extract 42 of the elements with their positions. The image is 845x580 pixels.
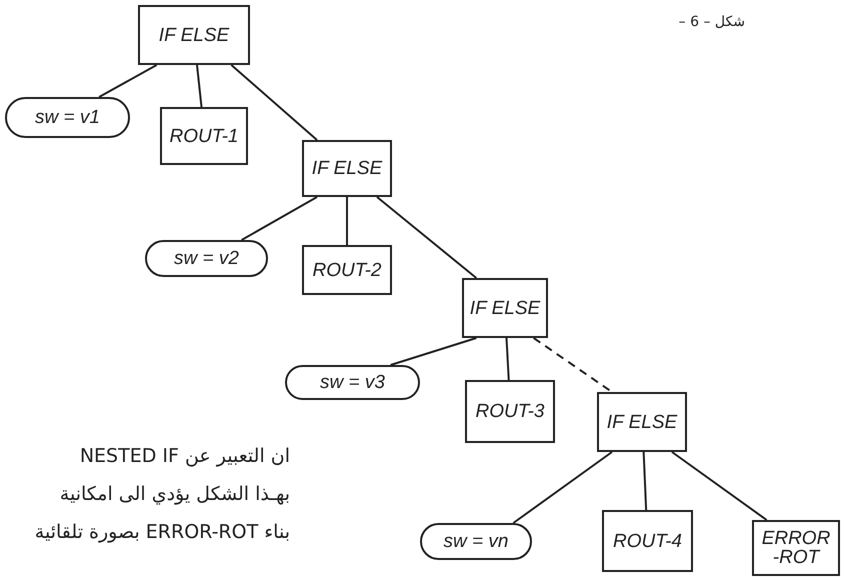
node-text: IF ELSE (470, 298, 540, 318)
condition-terminal (5, 97, 130, 138)
connector-line (98, 64, 158, 98)
node-text: ROUT-2 (312, 260, 382, 280)
connector-line (506, 338, 510, 380)
process-box (138, 5, 250, 65)
process-box (302, 245, 392, 295)
figure-number: شكل – 6 – (678, 14, 745, 30)
connector-line (512, 451, 613, 524)
connector-line (533, 337, 613, 393)
connector-line (376, 196, 477, 279)
condition-terminal (420, 523, 532, 560)
connector-line (642, 452, 648, 510)
node-text: sw = v3 (320, 373, 385, 392)
node-text: ROUT-4 (613, 532, 682, 550)
process-box (752, 520, 840, 576)
process-box (465, 380, 555, 443)
connector-line (241, 196, 318, 241)
connector-line (671, 451, 768, 521)
node-text: sw = v1 (35, 108, 100, 127)
node-text: ERROR -ROT (761, 529, 831, 567)
condition-terminal (145, 240, 268, 277)
connector-line (390, 337, 477, 366)
body-text: ان التعبير عن NESTED IF (80, 445, 290, 467)
node-text: IF ELSE (312, 159, 382, 178)
node-text: sw = v2 (174, 249, 239, 268)
process-box (597, 392, 687, 452)
connector-line (196, 64, 202, 108)
process-box (160, 107, 248, 165)
process-box (462, 278, 548, 338)
node-text: IF ELSE (606, 412, 678, 432)
connector-line (346, 197, 348, 245)
body-text: بهـذا الشكل يؤدي الى امكانية (60, 483, 290, 505)
process-box (602, 510, 693, 572)
body-text: بناء ERROR-ROT بصورة تلقائية (34, 521, 290, 543)
process-box (302, 140, 392, 197)
connector-line (230, 64, 318, 141)
node-text: IF ELSE (158, 26, 230, 44)
node-text: sw = vn (444, 532, 508, 551)
node-text: ROUT-3 (476, 402, 544, 421)
node-text: ROUT-1 (170, 126, 238, 146)
condition-terminal (285, 365, 420, 400)
